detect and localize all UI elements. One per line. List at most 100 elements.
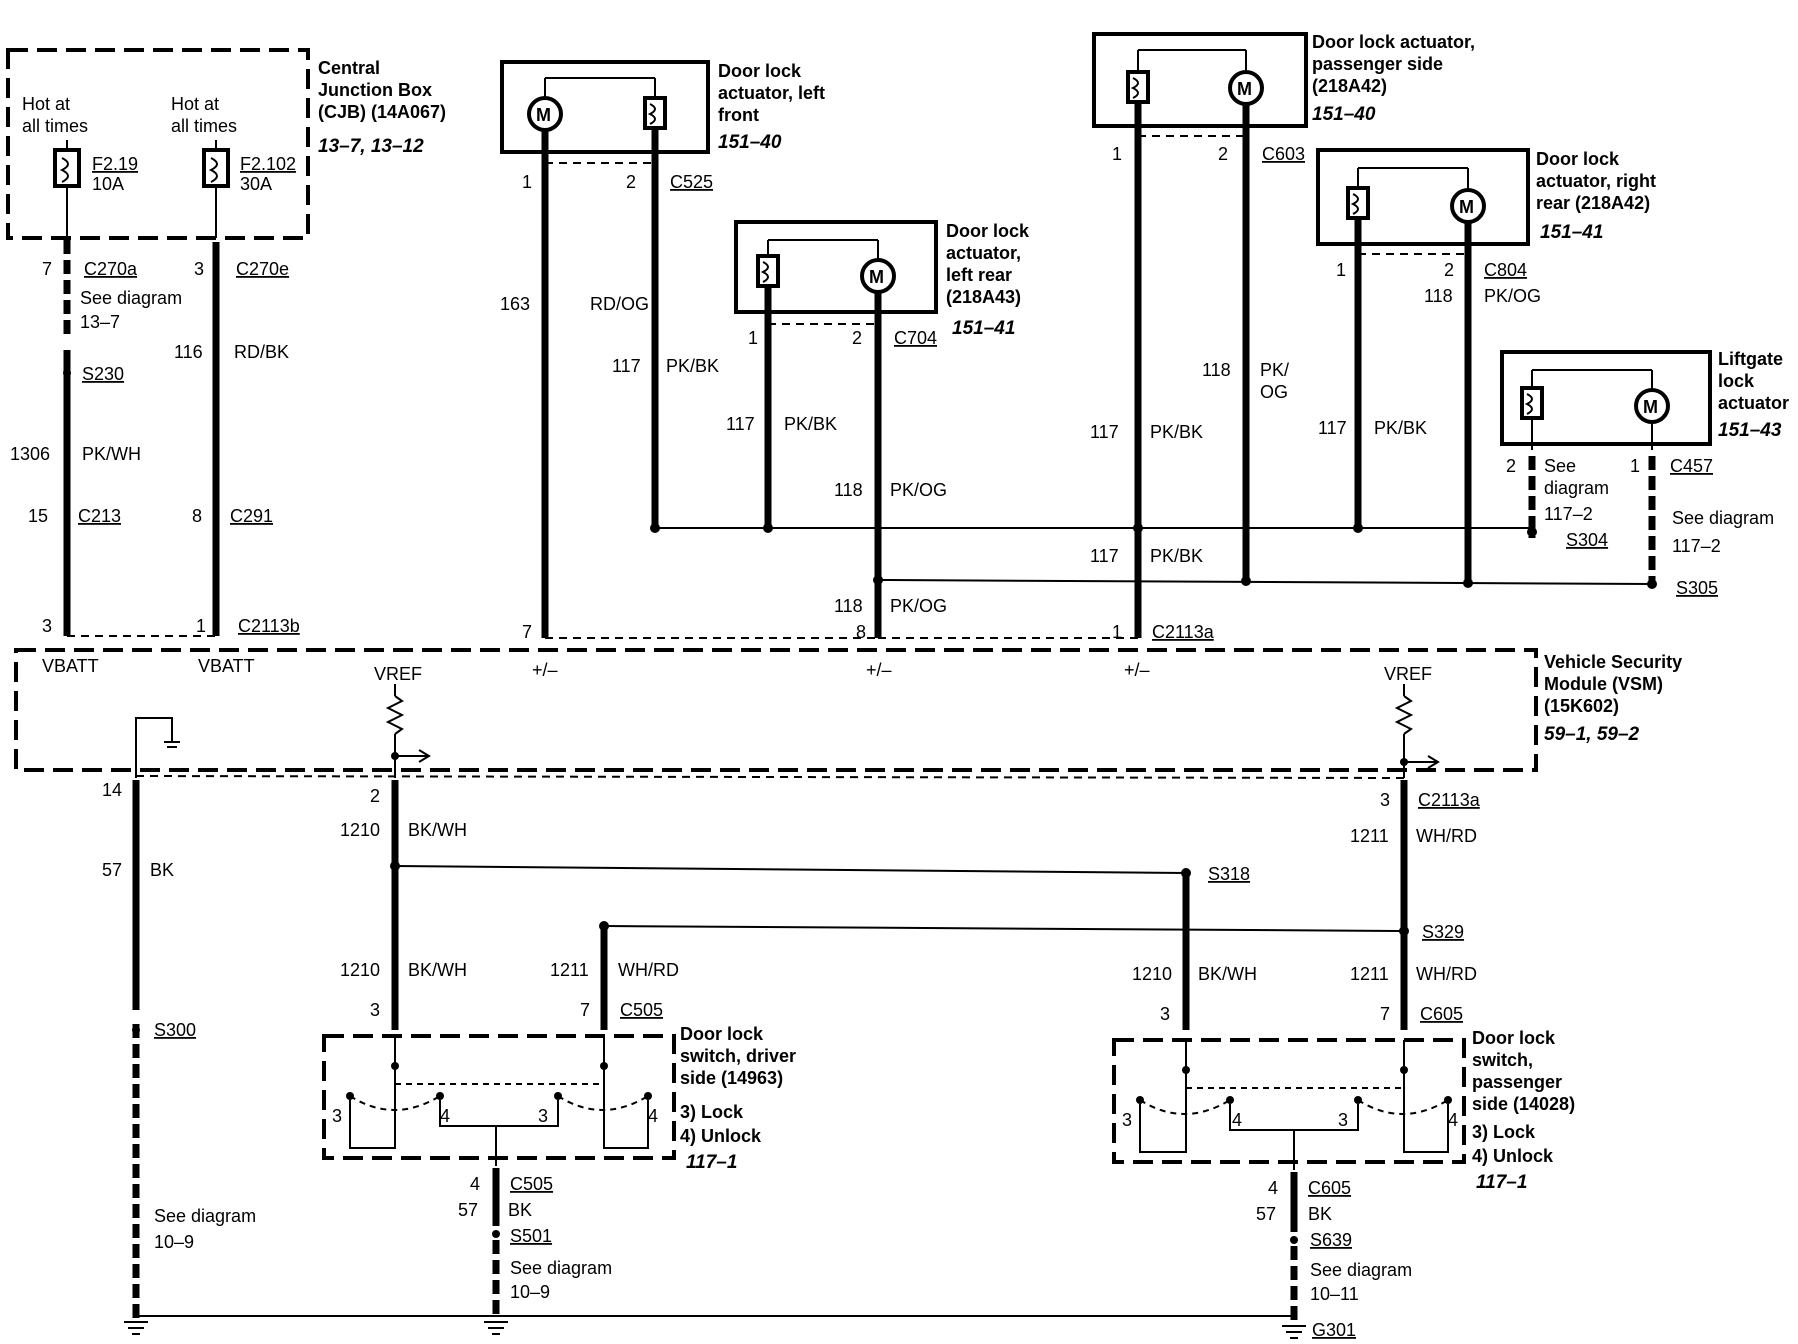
lg-see-2: diagram xyxy=(1544,478,1609,498)
lr-color-pk-bk: PK/BK xyxy=(784,414,837,434)
lr-title-2: actuator, xyxy=(946,243,1021,263)
lf-circuit-117: 117 xyxy=(612,356,641,376)
c270e-connector: C270e xyxy=(236,259,289,279)
lr-color-pk-og-b: PK/OG xyxy=(890,596,947,616)
ps-pin-1: 1 xyxy=(1112,144,1122,164)
actuator-switch-icon xyxy=(756,254,780,288)
rr-color-pk-og: PK/OG xyxy=(1484,286,1541,306)
pas-circuit-1211: 1211 xyxy=(1350,826,1389,846)
vsm-outline xyxy=(14,648,1538,772)
rr-title-2: actuator, right xyxy=(1536,171,1656,191)
ps-actuator-box xyxy=(1092,32,1308,128)
pas-switch-title-2: switch, xyxy=(1472,1050,1533,1070)
vsm-title-2: Module (VSM) xyxy=(1544,674,1663,694)
splice-s300: S300 xyxy=(154,1020,196,1040)
ps-title-2: passenger side xyxy=(1312,54,1443,74)
lf-pin-2: 2 xyxy=(626,172,636,192)
c2113b-connector: C2113b xyxy=(238,616,300,636)
pas-switch-ref: 117–1 xyxy=(1476,1172,1527,1193)
motor-icon: M xyxy=(1634,388,1670,424)
lf-title-2: actuator, left xyxy=(718,83,825,103)
ps-color-og: OG xyxy=(1260,382,1288,402)
c270a-connector: C270a xyxy=(84,259,138,279)
lr-title-3: left rear xyxy=(946,265,1012,285)
drv-switch-outline xyxy=(322,1034,676,1160)
lr-circuit-117: 117 xyxy=(726,414,755,434)
cjb-ref: 13–7, 13–12 xyxy=(318,136,424,157)
drv-switch-pin-7: 7 xyxy=(580,1000,590,1020)
ps-ref: 151–40 xyxy=(1312,104,1376,125)
gnd-circuit-57: 57 xyxy=(102,860,122,880)
fuse1-hot-2: all times xyxy=(22,116,88,136)
resistor-icon xyxy=(385,684,431,778)
cjb-title-3: (CJB) (14A067) xyxy=(318,102,446,122)
splice-s318: S318 xyxy=(1208,864,1250,884)
drv-circuit-1211: 1211 xyxy=(550,960,589,980)
c213-pin: 15 xyxy=(28,506,48,526)
color-pk-wh: PK/WH xyxy=(82,444,141,464)
lf-ref: 151–40 xyxy=(718,132,782,153)
ground-icon xyxy=(484,1321,508,1335)
fuse2-rating: 30A xyxy=(240,174,272,194)
pas-color-bk-wh: BK/WH xyxy=(1198,964,1257,984)
vref-right: VREF xyxy=(1384,664,1432,684)
pas-switch-outline xyxy=(1112,1038,1466,1164)
see-diagram-10-9-mid-ref: 10–9 xyxy=(510,1282,550,1302)
pas-gnd-circuit-57: 57 xyxy=(1256,1204,1276,1224)
c603-connector: C603 xyxy=(1262,144,1305,164)
fuse2-id: F2.102 xyxy=(240,154,296,174)
vbatt-label-b: VBATT xyxy=(198,656,255,676)
lg-pin-1: 1 xyxy=(1630,456,1640,476)
vsm-pin-1-b: 1 xyxy=(196,616,206,636)
c2113a-connector-bottom: C2113a xyxy=(1418,790,1481,810)
lf-title-3: front xyxy=(718,105,759,125)
vsm-title-3: (15K602) xyxy=(1544,696,1619,716)
vsm-pin-14: 14 xyxy=(102,780,122,800)
lr-circuit-118: 118 xyxy=(834,480,863,500)
rr-circuit-118: 118 xyxy=(1424,286,1453,306)
splice-s329: S329 xyxy=(1422,922,1464,942)
pas-switch-title-3: passenger xyxy=(1472,1072,1562,1092)
circuit-1306: 1306 xyxy=(10,444,50,464)
c605-connector-top: C605 xyxy=(1420,1004,1463,1024)
c525-connector: C525 xyxy=(670,172,713,192)
motor-icon: M xyxy=(1228,70,1264,106)
pas-switch-pin-3: 3 xyxy=(1160,1004,1170,1024)
vsm-plusminus-3: +/– xyxy=(1124,660,1150,680)
rr-pin-2: 2 xyxy=(1444,260,1454,280)
drv-contact-3-right: 3 xyxy=(538,1106,548,1126)
cjb-title-2: Junction Box xyxy=(318,80,432,100)
rr-ref: 151–41 xyxy=(1540,222,1603,243)
vref-left: VREF xyxy=(374,664,422,684)
ps-color-pk-bk: PK/BK xyxy=(1150,422,1203,442)
door-lock-actuator-left-rear: M Door lock actuator, left rear (218A43)… xyxy=(734,220,1030,339)
ps-pin-2: 2 xyxy=(1218,144,1228,164)
drv-circuit-1210: 1210 xyxy=(340,820,380,840)
fuse1-hot-1: Hot at xyxy=(22,94,70,114)
svg-text:M: M xyxy=(1643,397,1658,417)
fuse2-hot-1: Hot at xyxy=(171,94,219,114)
lg-see-right-1: See diagram xyxy=(1672,508,1774,528)
position-switch-icon xyxy=(346,1036,652,1166)
pas-contact-4-left: 4 xyxy=(1232,1110,1242,1130)
ground-icon xyxy=(124,1321,148,1335)
door-lock-switch-driver: 3 4 3 4 Door lock switch, driver side (1… xyxy=(322,1024,796,1173)
ps-circuit-118: 118 xyxy=(1202,360,1231,380)
pas-feed-pin-3: 3 xyxy=(1380,790,1390,810)
c291-pin: 8 xyxy=(192,506,202,526)
svg-text:M: M xyxy=(536,105,551,125)
door-lock-switch-passenger: 3 4 3 4 Door lock switch, passenger side… xyxy=(1112,1028,1575,1193)
ground-g301: G301 xyxy=(1312,1320,1356,1340)
drv-switch-title-3: side (14963) xyxy=(680,1068,783,1088)
lr-title-4: (218A43) xyxy=(946,287,1021,307)
vsm-pin-8: 8 xyxy=(856,622,866,642)
lf-color-pk-bk: PK/BK xyxy=(666,356,719,376)
pas-switch-title-1: Door lock xyxy=(1472,1028,1556,1048)
liftgate-lock-actuator: M Liftgate lock actuator 151–43 xyxy=(1500,349,1789,446)
c213-connector: C213 xyxy=(78,506,121,526)
c2113a-connector-top: C2113a xyxy=(1152,622,1215,642)
c704-connector: C704 xyxy=(894,328,937,348)
splice-s230: S230 xyxy=(82,364,124,384)
fuse-icon xyxy=(53,148,81,188)
lg-actuator-box xyxy=(1500,350,1712,446)
